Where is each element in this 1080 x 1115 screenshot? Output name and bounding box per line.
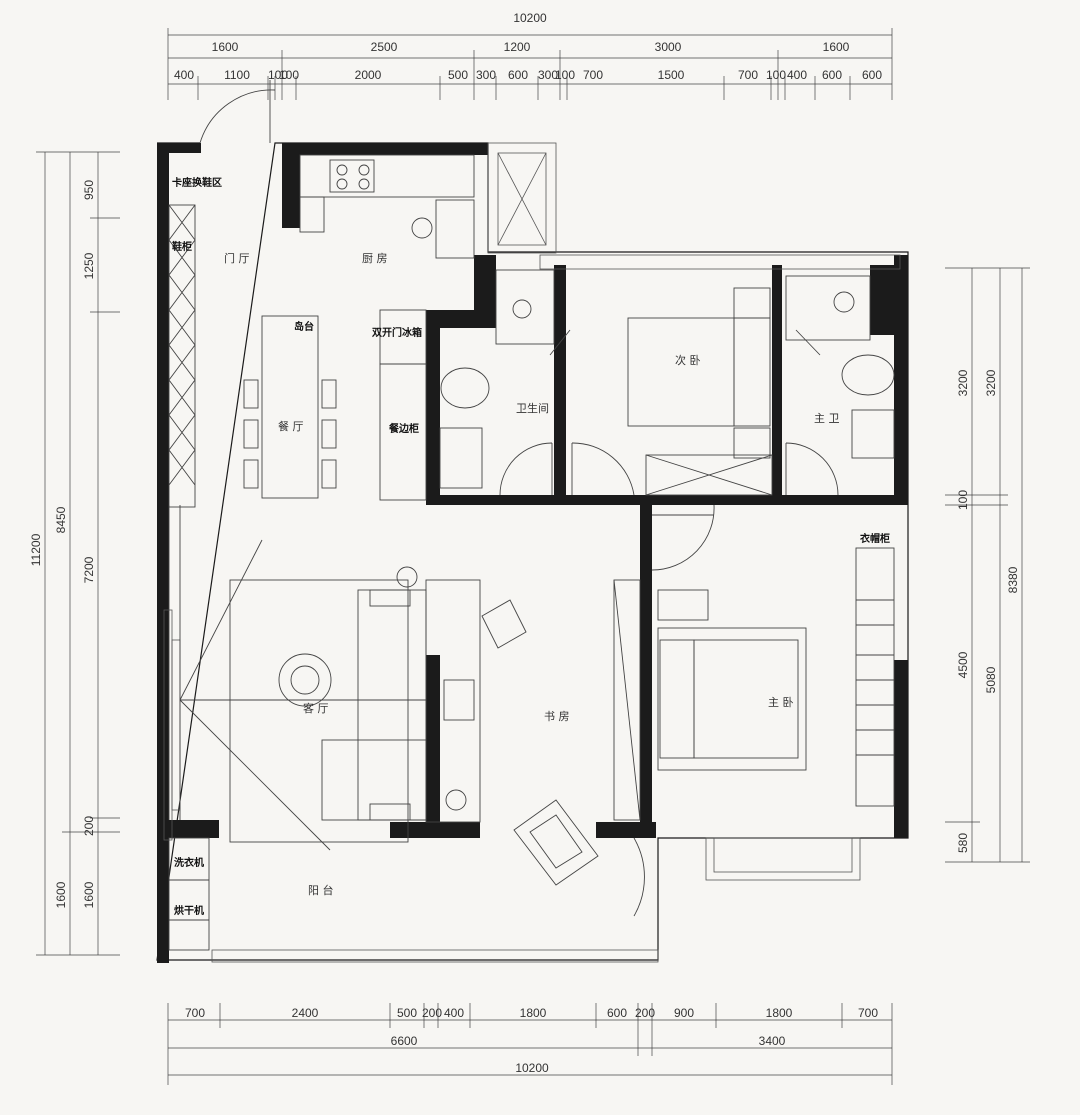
dim-bottom-row2-1: 3400 — [759, 1034, 786, 1048]
label-study: 书 房 — [544, 710, 570, 723]
label-sideboard: 餐边柜 — [388, 422, 419, 435]
dim-top-row1: 1600 2500 1200 3000 1600 — [212, 40, 850, 54]
dim-top-row2-12: 700 — [738, 68, 758, 82]
window-lines — [163, 142, 901, 963]
dim-left-inner-1: 1250 — [82, 252, 96, 279]
room-labels: 卡座换鞋区 鞋柜 门 厅 厨 房 岛台 双开门冰箱 餐 厅 餐边柜 卫生间 次 … — [172, 176, 890, 917]
dim-bottom-row2-0: 6600 — [391, 1034, 418, 1048]
label-dryer: 烘干机 — [174, 904, 204, 917]
dim-top-row2-14: 400 — [787, 68, 807, 82]
label-dining: 餐 厅 — [278, 419, 304, 433]
dim-right-inner-1: 100 — [956, 490, 970, 510]
dim-bottom-row1: 700 2400 500 200 400 1800 600 200 900 18… — [185, 1006, 878, 1020]
dim-bottom-row1-1: 2400 — [292, 1006, 319, 1020]
dim-top-row1-0: 1600 — [212, 40, 239, 54]
dim-bottom-row1-9: 1800 — [766, 1006, 793, 1020]
dim-bottom-row1-5: 1800 — [520, 1006, 547, 1020]
dim-top-row1-3: 3000 — [655, 40, 682, 54]
dim-top-total: 10200 — [513, 11, 547, 25]
label-wardrobe: 衣帽柜 — [860, 532, 890, 545]
label-kitchen: 厨 房 — [362, 252, 388, 265]
dim-top-row1-1: 2500 — [371, 40, 398, 54]
dim-right-outer-2: 5080 — [984, 666, 998, 693]
dim-right-outer-0: 3200 — [984, 369, 998, 396]
dim-top-row2-13: 100 — [766, 68, 786, 82]
dim-top-row2-10: 700 — [583, 68, 603, 82]
dim-top-row2-9: 100 — [555, 68, 575, 82]
label-bathroom: 卫生间 — [516, 401, 549, 415]
label-living: 客 厅 — [303, 701, 329, 715]
dim-right-outer-1: 8380 — [1006, 566, 1020, 593]
dim-bottom-row1-3: 200 — [422, 1006, 442, 1020]
walls — [156, 142, 909, 963]
dim-top-row2-15: 600 — [822, 68, 842, 82]
dim-bottom-row1-10: 700 — [858, 1006, 878, 1020]
dim-top-row2-0: 400 — [174, 68, 194, 82]
dim-right-inner-3: 580 — [956, 833, 970, 853]
dim-right-inner-2: 4500 — [956, 651, 970, 678]
dim-bottom-row1-4: 400 — [444, 1006, 464, 1020]
label-island: 岛台 — [294, 320, 314, 333]
dim-left-inner-4: 1600 — [82, 881, 96, 908]
dim-left-mid-0: 8450 — [54, 506, 68, 533]
dim-top-row2-2: 100 — [268, 68, 288, 82]
label-shoe-cabinet: 鞋柜 — [172, 240, 192, 253]
dim-top-row2-4: 2000 — [355, 68, 382, 82]
dim-bottom-row1-8: 900 — [674, 1006, 694, 1020]
dim-bottom-total: 10200 — [515, 1061, 549, 1075]
dim-top-row2-8: 300 — [538, 68, 558, 82]
dim-bottom-row1-6: 600 — [607, 1006, 627, 1020]
dim-left-outer: 11200 — [29, 533, 43, 566]
dim-left-mid-1: 1600 — [54, 881, 68, 908]
label-entry-seat: 卡座换鞋区 — [172, 176, 222, 189]
dim-bottom-row1-0: 700 — [185, 1006, 205, 1020]
label-second-bedroom: 次 卧 — [675, 353, 701, 367]
dim-top-row2-5: 500 — [448, 68, 468, 82]
dim-top-row2-11: 1500 — [658, 68, 685, 82]
label-master-bedroom: 主 卧 — [768, 696, 794, 709]
dim-top-row2-1: 1100 — [224, 68, 250, 82]
dim-top-row2-7: 600 — [508, 68, 528, 82]
dim-bottom-row1-2: 500 — [397, 1006, 417, 1020]
dim-bottom-row2: 6600 3400 — [391, 1034, 786, 1048]
label-balcony: 阳 台 — [308, 883, 334, 897]
dim-top-row2-3: 100 — [279, 68, 299, 82]
label-washer: 洗衣机 — [174, 856, 204, 869]
dim-bottom-row1-7: 200 — [635, 1006, 655, 1020]
dim-top-row2: 400 1100 100 100 2000 500 300 600 300 10… — [174, 68, 882, 82]
label-foyer: 门 厅 — [224, 251, 250, 265]
dim-top-row2-16: 600 — [862, 68, 882, 82]
dim-right-inner-0: 3200 — [956, 369, 970, 396]
dim-top-row1-2: 1200 — [504, 40, 531, 54]
dim-left-inner-3: 200 — [82, 816, 96, 836]
dimension-lines — [36, 28, 1030, 1085]
dim-top-row1-4: 1600 — [823, 40, 850, 54]
fixtures — [168, 80, 895, 951]
label-fridge: 双开门冰箱 — [372, 326, 422, 339]
dim-left-inner-2: 7200 — [82, 556, 96, 583]
dim-left-inner-0: 950 — [82, 180, 96, 200]
label-master-bath: 主 卫 — [814, 412, 840, 425]
dim-top-row2-6: 300 — [476, 68, 496, 82]
